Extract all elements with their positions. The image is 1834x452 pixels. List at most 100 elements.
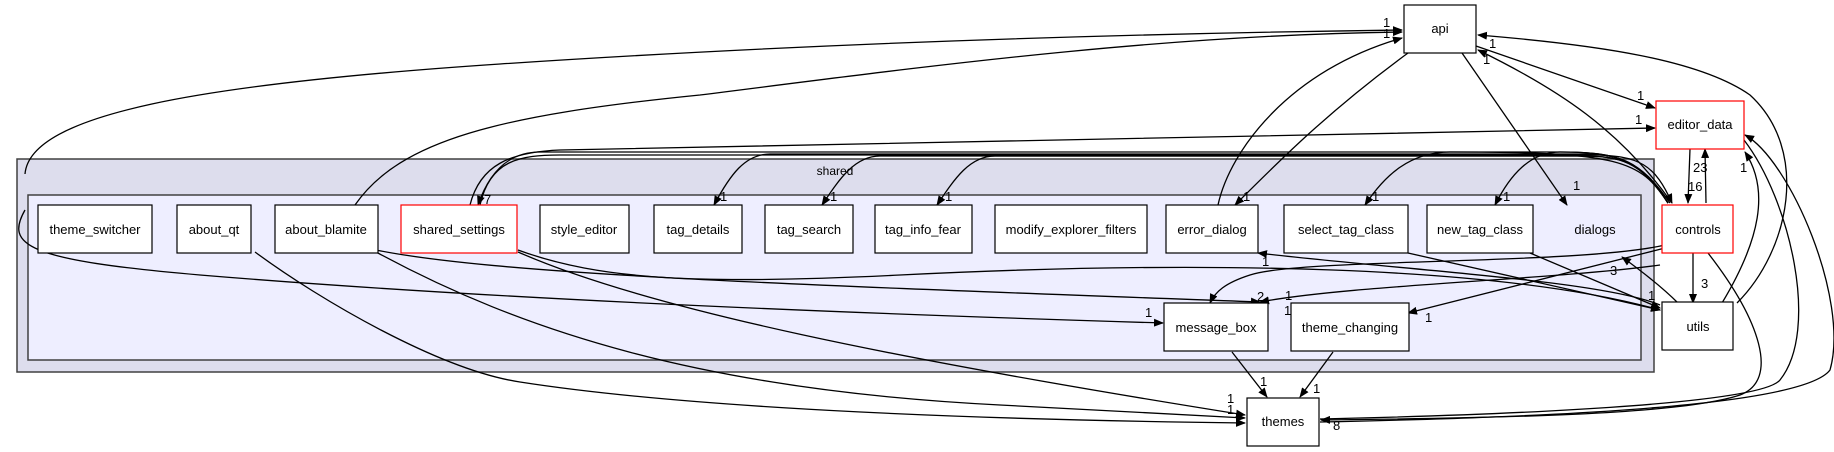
edge-select_tag_class-utils	[1407, 252, 1661, 312]
edge-utils-error_dialog	[1257, 250, 1661, 306]
node-api[interactable]: api	[1403, 4, 1477, 54]
node-error_dialog[interactable]: error_dialog	[1165, 204, 1259, 254]
edge-label: 8	[1333, 418, 1340, 433]
edge-label: 3	[1701, 276, 1708, 291]
edge-label: 1	[1489, 36, 1496, 51]
edge-controls-theme_changing	[1407, 247, 1666, 315]
edge-about_blamite-api	[354, 28, 1403, 206]
node-editor_data[interactable]: editor_data	[1655, 100, 1745, 150]
node-new_tag_class[interactable]: new_tag_class	[1426, 204, 1534, 254]
edge-utils-api	[1477, 31, 1788, 304]
edge-label: 1	[945, 189, 952, 204]
edge-label: 1	[1383, 15, 1390, 30]
node-theme_changing[interactable]: theme_changing	[1290, 302, 1410, 352]
edge-label: 1	[1262, 254, 1269, 269]
edge-utils-editor_data	[1721, 151, 1760, 304]
edge-label: 1	[1260, 374, 1267, 389]
node-about_blamite[interactable]: about_blamite	[274, 204, 379, 254]
node-tag_info_fear[interactable]: tag_info_fear	[874, 204, 973, 254]
edge-controls-api	[1477, 49, 1673, 204]
edge-label: 1	[1372, 189, 1379, 204]
edge-new_tag_class-utils	[1529, 252, 1661, 309]
edge-label: 23	[1693, 160, 1707, 175]
node-about_qt[interactable]: about_qt	[176, 204, 252, 254]
edge-error_dialog-api	[1217, 36, 1403, 206]
node-label: message_box	[1176, 320, 1257, 335]
node-label: theme_changing	[1302, 320, 1398, 335]
edge-utils-dialogs	[1621, 256, 1679, 304]
node-label: utils	[1686, 319, 1710, 334]
node-controls[interactable]: controls	[1661, 204, 1734, 254]
edge-api-dialogs	[1461, 52, 1568, 206]
edge-controls-select_tag_class	[1364, 151, 1669, 206]
node-label: about_blamite	[285, 222, 367, 237]
node-message_box[interactable]: message_box	[1163, 302, 1269, 352]
edge-label: 1	[1740, 160, 1747, 175]
edge-label: 1	[1483, 52, 1490, 67]
edge-about_blamite-themes	[375, 251, 1246, 422]
node-label: api	[1431, 21, 1448, 36]
edge-label: 1	[1425, 310, 1432, 325]
edge-label: 1	[1285, 288, 1292, 303]
node-label: error_dialog	[1177, 222, 1246, 237]
edge-api-editor_data	[1475, 45, 1656, 109]
edge-label: 16	[1688, 179, 1702, 194]
node-label: about_qt	[189, 222, 240, 237]
node-modify_explorer_filters[interactable]: modify_explorer_filters	[994, 204, 1148, 254]
node-theme_switcher[interactable]: theme_switcher	[37, 204, 153, 254]
edge-utils-theme_changing	[1259, 264, 1661, 305]
edge-controls-themes	[1320, 252, 1762, 424]
edge-label: 2	[1257, 289, 1264, 304]
edge-label: 1	[1145, 305, 1152, 320]
edge-label: 1	[720, 189, 727, 204]
node-shared_settings[interactable]: shared_settings	[400, 204, 518, 254]
node-themes[interactable]: themes	[1246, 397, 1320, 447]
node-label: tag_search	[777, 222, 841, 237]
node-label: shared_settings	[413, 222, 505, 237]
node-label: tag_info_fear	[885, 222, 962, 237]
node-utils[interactable]: utils	[1661, 301, 1734, 351]
node-style_editor[interactable]: style_editor	[539, 204, 630, 254]
node-label: themes	[1262, 414, 1305, 429]
edge-label: 1	[1313, 381, 1320, 396]
cluster-dialogs-label: dialogs	[1574, 222, 1616, 237]
edge-label: 1	[1383, 26, 1390, 41]
edge-label: 1	[1227, 402, 1234, 417]
node-label: style_editor	[551, 222, 618, 237]
edge-shared_settings-themes	[517, 251, 1246, 418]
edge-shared_settings-controls	[479, 154, 1673, 206]
node-label: modify_explorer_filters	[1006, 222, 1137, 237]
node-label: tag_details	[667, 222, 730, 237]
node-label: select_tag_class	[1298, 222, 1395, 237]
edge-theme_switcher-api	[24, 26, 1403, 175]
edge-label: 3	[1610, 263, 1617, 278]
edge-api-error_dialog	[1234, 52, 1409, 206]
node-select_tag_class[interactable]: select_tag_class	[1283, 204, 1409, 254]
edge-label: 1	[1637, 88, 1644, 103]
nodes: theme_switcher about_qt about_blamite sh…	[37, 4, 1745, 447]
node-tag_search[interactable]: tag_search	[764, 204, 854, 254]
node-tag_details[interactable]: tag_details	[653, 204, 743, 254]
node-label: new_tag_class	[1437, 222, 1523, 237]
edge-label: 1	[830, 189, 837, 204]
edge-label: 1	[1635, 112, 1642, 127]
node-label: theme_switcher	[49, 222, 141, 237]
edge-label: 1	[1227, 391, 1234, 406]
edges	[18, 26, 1834, 427]
node-label: editor_data	[1667, 117, 1733, 132]
edge-theme_changing-themes	[1299, 351, 1334, 398]
edge-label: 1	[1573, 178, 1580, 193]
edge-label: 1	[1284, 303, 1291, 318]
edge-shared_settings-editor_data	[469, 124, 1656, 206]
edge-controls-new_tag_class	[1494, 151, 1669, 206]
edge-about_qt-themes	[254, 251, 1246, 427]
edge-label: 1	[1503, 189, 1510, 204]
edge-theme_switcher-message_box	[18, 209, 1164, 327]
edge-controls-editor_data	[1701, 148, 1710, 204]
edge-editor_data-themes	[1319, 139, 1800, 420]
edge-labels: 7 1 1 1 1 1 1 1 1 1 1 1 1 1 23 16 1 1 3 …	[484, 15, 1747, 433]
edge-shared_settings-utils	[517, 249, 1661, 312]
edge-label: 1	[1648, 288, 1655, 303]
edge-editor_data-controls	[1684, 148, 1693, 204]
